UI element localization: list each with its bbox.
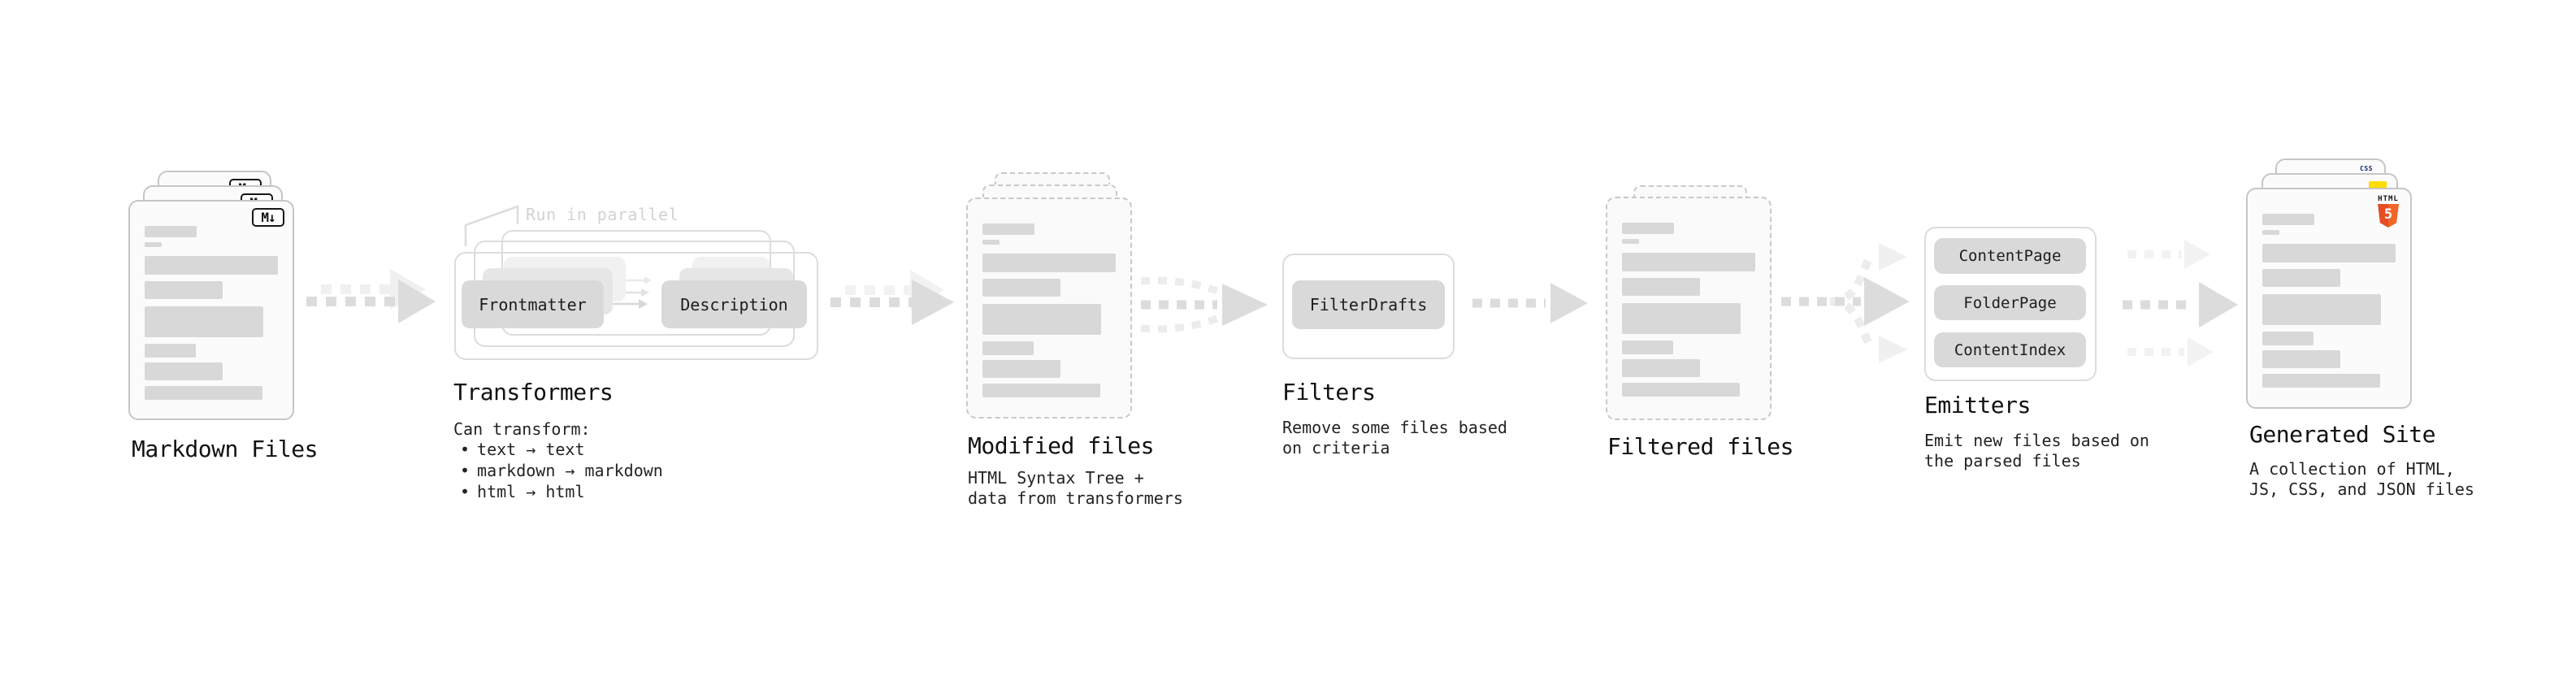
arrow-filters-to-filtered <box>1472 283 1588 323</box>
placeholder-line <box>982 254 1116 272</box>
placeholder-line <box>2262 294 2381 325</box>
arrow-markdown-to-transformers <box>306 269 436 323</box>
markdown-files-label: Markdown Files <box>132 436 319 462</box>
placeholder-line <box>1622 340 1673 354</box>
bullet-icon: • <box>460 461 471 480</box>
placeholder-line <box>2262 269 2340 287</box>
arrow-modified-to-filters <box>1140 276 1268 333</box>
filters-desc-2: on criteria <box>1282 438 1390 458</box>
filters-desc-1: Remove some files based <box>1282 418 1507 437</box>
placeholder-line <box>2262 332 2314 345</box>
placeholder-line <box>145 344 196 358</box>
filtered-file-card <box>1606 197 1772 420</box>
parallel-note-leader-line <box>464 205 519 246</box>
contentindex-node: ContentIndex <box>1934 332 2086 367</box>
placeholder-line <box>982 223 1034 235</box>
transformers-bullet-1: •text → text <box>460 440 585 459</box>
placeholder-line <box>1622 383 1740 397</box>
document-placeholder-lines <box>982 199 1116 417</box>
html5-icon: HTML 5 <box>2376 195 2400 228</box>
filtered-files-label: Filtered files <box>1607 433 1794 460</box>
generated-site-desc-2: JS, CSS, and JSON files <box>2249 479 2474 499</box>
transformer-box-front <box>454 252 818 360</box>
frontmatter-node: Frontmatter <box>462 280 604 328</box>
parallel-note: Run in parallel <box>526 205 679 224</box>
modified-file-card <box>966 197 1132 419</box>
placeholder-line <box>1622 239 1639 244</box>
document-placeholder-lines <box>1622 198 1755 419</box>
markdown-icon: M↓ <box>252 208 284 227</box>
transformers-bullet-2: •markdown → markdown <box>460 461 663 480</box>
placeholder-line <box>982 360 1060 378</box>
placeholder-line <box>2262 214 2314 225</box>
markdown-file-card-front: M↓ <box>128 200 294 420</box>
generated-site-label: Generated Site <box>2249 421 2436 448</box>
placeholder-line <box>2262 374 2380 388</box>
transformers-bullet-3: •html → html <box>460 482 585 501</box>
placeholder-line <box>982 341 1034 355</box>
placeholder-line <box>982 240 1000 245</box>
bullet-icon: • <box>460 440 471 459</box>
emitters-desc-1: Emit new files based on <box>1924 431 2149 450</box>
placeholder-line <box>145 242 162 247</box>
placeholder-line <box>2262 244 2396 262</box>
placeholder-line <box>2262 230 2279 235</box>
placeholder-line <box>145 306 263 337</box>
emitters-title: Emitters <box>1924 392 2031 419</box>
placeholder-line <box>982 279 1060 297</box>
site-file-card-front: HTML 5 <box>2246 188 2412 409</box>
placeholder-line <box>145 281 223 299</box>
placeholder-line <box>1622 359 1700 377</box>
emitters-desc-2: the parsed files <box>1924 451 2081 471</box>
placeholder-line <box>1622 223 1674 234</box>
modified-files-desc-1: HTML Syntax Tree + <box>968 468 1144 488</box>
modified-files-desc-2: data from transformers <box>968 488 1183 508</box>
placeholder-line <box>145 226 197 237</box>
placeholder-line <box>982 384 1100 397</box>
transformers-desc-heading: Can transform: <box>453 419 591 439</box>
placeholder-line <box>982 304 1101 335</box>
placeholder-line <box>145 386 262 400</box>
filterdrafts-node: FilterDrafts <box>1292 280 1445 329</box>
placeholder-line <box>1622 253 1755 271</box>
modified-files-label: Modified files <box>968 432 1155 459</box>
contentpage-node: ContentPage <box>1934 238 2086 274</box>
folderpage-node: FolderPage <box>1934 285 2086 320</box>
placeholder-line <box>1622 303 1741 334</box>
description-node: Description <box>661 280 807 328</box>
placeholder-line <box>1622 278 1700 296</box>
arrow-transformers-to-modified <box>830 270 954 325</box>
placeholder-line <box>2262 350 2340 368</box>
transformers-title: Transformers <box>453 379 614 406</box>
document-placeholder-lines <box>2262 189 2396 407</box>
filters-title: Filters <box>1282 379 1376 406</box>
arrow-filtered-to-emitters <box>1781 243 1910 363</box>
placeholder-line <box>145 362 223 380</box>
arrow-emitters-to-site <box>2123 240 2238 367</box>
bullet-icon: • <box>460 482 471 501</box>
generated-site-desc-1: A collection of HTML, <box>2249 459 2455 479</box>
document-placeholder-lines <box>145 202 278 419</box>
placeholder-line <box>145 256 278 275</box>
